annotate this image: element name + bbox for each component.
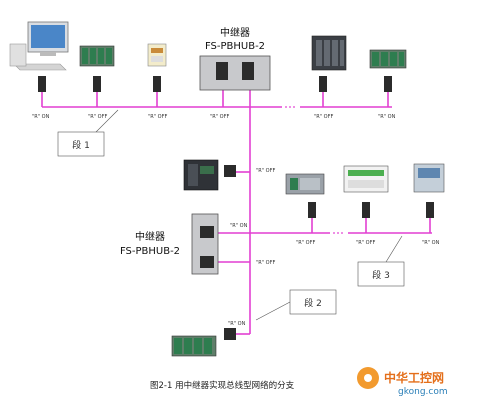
- terminator-label: "R" OFF: [314, 114, 333, 120]
- terminator-label: "R" ON: [422, 240, 440, 246]
- io-terminal-icon: [343, 165, 389, 193]
- plc-module-icon: [369, 49, 407, 69]
- pc-computer-icon: [9, 21, 69, 71]
- mid-repeater-hub: [191, 213, 219, 275]
- rack-plc-icon: [311, 35, 347, 71]
- bus-gap-dots: [285, 106, 343, 234]
- figure-caption: 图2-1 用中继器实现总线型网络的分支: [150, 380, 295, 391]
- bus-connector: [224, 328, 236, 340]
- bus-lines: [41, 88, 432, 335]
- terminator-label: "R" OFF: [210, 114, 229, 120]
- terminator-label: "R" ON: [230, 223, 248, 229]
- gear-logo-icon: [357, 367, 379, 389]
- segment-1-label: 段 1: [72, 139, 90, 151]
- bus-connector: [224, 165, 236, 177]
- mid-hub-model: FS-PBHUB-2: [120, 246, 180, 257]
- plc-module-icon: [171, 335, 217, 357]
- terminator-label: "R" OFF: [356, 240, 375, 246]
- terminator-label: "R" ON: [228, 321, 246, 327]
- terminator-label: "R" OFF: [256, 260, 275, 266]
- plc-cpu-icon: [183, 159, 219, 191]
- segment-3-callout: [357, 235, 405, 287]
- terminator-label: "R" OFF: [296, 240, 315, 246]
- terminator-label: "R" ON: [378, 114, 396, 120]
- segment-2-label: 段 2: [304, 297, 322, 309]
- top-hub-title: 中继器: [220, 26, 250, 39]
- segment-3-label: 段 3: [372, 269, 390, 281]
- terminator-label: "R" OFF: [88, 114, 107, 120]
- terminator-label: "R" OFF: [148, 114, 167, 120]
- bus-connectors-seg3: [308, 202, 434, 218]
- watermark-url: gkong.com: [398, 387, 448, 397]
- plc-module-icon: [79, 45, 115, 67]
- mid-hub-title: 中继器: [135, 230, 165, 243]
- segment-2-callout: [255, 289, 337, 321]
- bus-connectors-top: [38, 76, 392, 92]
- segment-1-callout: [57, 109, 119, 157]
- hmi-panel-icon: [413, 163, 445, 193]
- top-repeater-hub: [199, 55, 271, 91]
- io-module-icon: [285, 173, 325, 195]
- watermark-brand: 中华工控网: [384, 370, 444, 385]
- top-hub-model: FS-PBHUB-2: [205, 41, 265, 52]
- controller-device-icon: [147, 43, 167, 67]
- terminator-label: "R" ON: [32, 114, 50, 120]
- terminator-label: "R" OFF: [256, 168, 275, 174]
